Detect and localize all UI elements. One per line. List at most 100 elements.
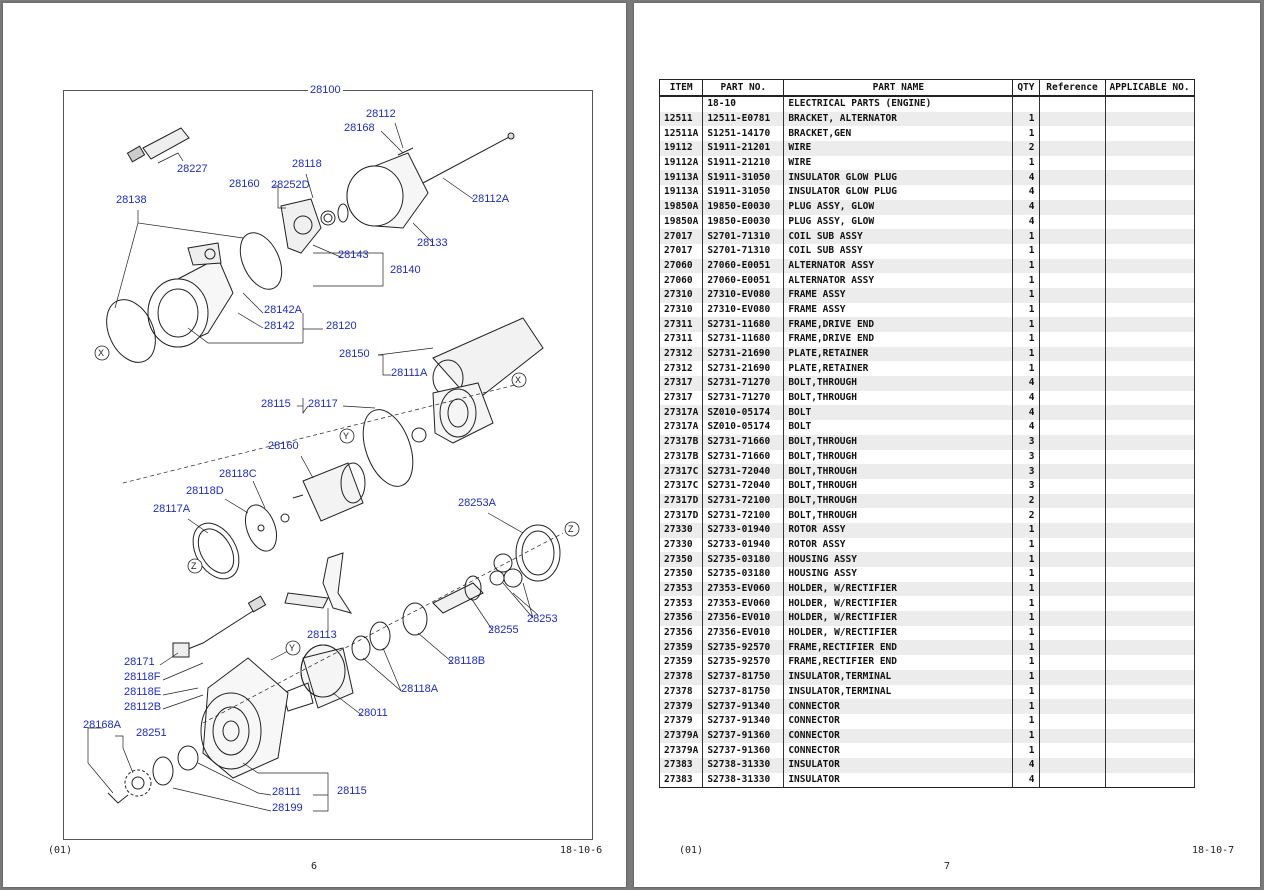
cell-item: 27317D [658, 508, 704, 523]
cell-qty: 4 [1012, 757, 1040, 773]
cell-applicable-no [1104, 420, 1195, 435]
cell-reference [1038, 713, 1106, 729]
cell-part-no: S2731-72100 [702, 508, 785, 523]
cell-qty: 4 [1012, 199, 1040, 215]
brush-holder [280, 198, 349, 254]
part-label: 28112B [124, 701, 162, 713]
part-label: 28168A [83, 719, 121, 731]
cell-part-name: COIL SUB ASSY [783, 229, 1014, 244]
cell-applicable-no [1104, 229, 1195, 244]
part-label: 28199 [272, 802, 303, 814]
cell-reference [1038, 669, 1106, 685]
cell-part-name: BRACKET, ALTERNATOR [783, 111, 1014, 127]
cell-part-name: COIL SUB ASSY [783, 243, 1014, 259]
cell-part-name: BOLT,THROUGH [783, 376, 1014, 391]
cell-applicable-no [1104, 655, 1195, 670]
cell-item: 27378 [658, 669, 704, 685]
cell-part-no: S2731-11680 [702, 332, 785, 347]
cell-qty: 4 [1012, 214, 1040, 230]
part-label: 28111 [272, 786, 301, 798]
cell-part-name: INSULATOR [783, 772, 1014, 789]
cell-reference [1038, 317, 1106, 332]
cell-part-no: 27060-E0051 [702, 273, 785, 288]
cell-item: 27311 [658, 317, 704, 332]
cell-applicable-no [1104, 743, 1195, 758]
cell-part-name: PLATE,RETAINER [783, 346, 1014, 362]
cell-item: 19112 [658, 141, 704, 156]
cell-qty: 1 [1012, 155, 1040, 171]
grease-tube [126, 127, 190, 163]
cell-item: 27060 [658, 258, 704, 274]
cell-applicable-no [1104, 361, 1195, 377]
cell-part-name: ALTERNATOR ASSY [783, 273, 1014, 288]
part-label: 28143 [338, 249, 369, 261]
cell-applicable-no [1104, 728, 1195, 744]
part-label: 28117 [308, 398, 338, 410]
cell-item: 19850A [658, 214, 704, 230]
cell-item: 27317B [658, 449, 704, 465]
cell-reference [1038, 728, 1106, 744]
cell-part-name: HOLDER, W/RECTIFIER [783, 596, 1014, 612]
cell-qty: 4 [1012, 405, 1040, 421]
cell-part-name: WIRE [783, 141, 1014, 156]
cell-reference [1038, 214, 1106, 230]
cell-part-name: ALTERNATOR ASSY [783, 258, 1014, 274]
cell-part-no: S1911-31050 [702, 185, 785, 200]
cell-part-name: PLATE,RETAINER [783, 361, 1014, 377]
cell-reference [1038, 640, 1106, 656]
cell-part-no: S2731-21690 [702, 346, 785, 362]
cell-qty: 3 [1012, 434, 1040, 450]
cell-reference [1038, 581, 1106, 597]
cell-item: 27383 [658, 772, 704, 789]
cell-item: 27379 [658, 699, 704, 714]
cell-part-name: ROTOR ASSY [783, 522, 1014, 538]
cell-item: 27311 [658, 332, 704, 347]
cell-applicable-no [1104, 757, 1195, 773]
cell-qty: 1 [1012, 229, 1040, 244]
cell-reference [1038, 757, 1106, 773]
cell-part-name: HOLDER, W/RECTIFIER [783, 625, 1014, 641]
part-label: 28111A [391, 367, 428, 379]
cell-part-no: 18-10 [702, 96, 785, 112]
cell-applicable-no [1104, 155, 1195, 171]
cell-qty: 1 [1012, 596, 1040, 612]
cell-item: 27317B [658, 434, 704, 450]
cell-applicable-no [1104, 111, 1195, 127]
cell-part-no: S2735-92570 [702, 655, 785, 670]
cell-item: 27317D [658, 493, 704, 509]
cell-part-name: BOLT,THROUGH [783, 493, 1014, 509]
cell-part-no: S2737-91360 [702, 728, 785, 744]
part-label: 28118E [124, 686, 162, 698]
cell-qty: 1 [1012, 625, 1040, 641]
cell-part-no: S1911-21210 [702, 155, 785, 171]
cell-part-no: S2737-91340 [702, 713, 785, 729]
cell-applicable-no [1104, 478, 1195, 494]
cell-applicable-no [1104, 376, 1195, 391]
part-label: 28142 [264, 320, 295, 332]
cell-part-name: FRAME,DRIVE END [783, 317, 1014, 332]
cell-qty: 2 [1012, 493, 1040, 509]
cell-item: 27383 [658, 757, 704, 773]
yoke [147, 242, 234, 348]
cell-part-no: S2731-71270 [702, 390, 785, 406]
cell-reference [1038, 126, 1106, 142]
part-label: 28118B [448, 655, 486, 667]
cell-item: 27310 [658, 302, 704, 318]
cell-qty: 1 [1012, 243, 1040, 259]
cell-qty: 4 [1012, 390, 1040, 406]
cell-part-no: 27356-EV010 [702, 611, 785, 626]
cell-item: 27359 [658, 640, 704, 656]
cell-applicable-no [1104, 96, 1195, 112]
cell-qty: 1 [1012, 522, 1040, 538]
